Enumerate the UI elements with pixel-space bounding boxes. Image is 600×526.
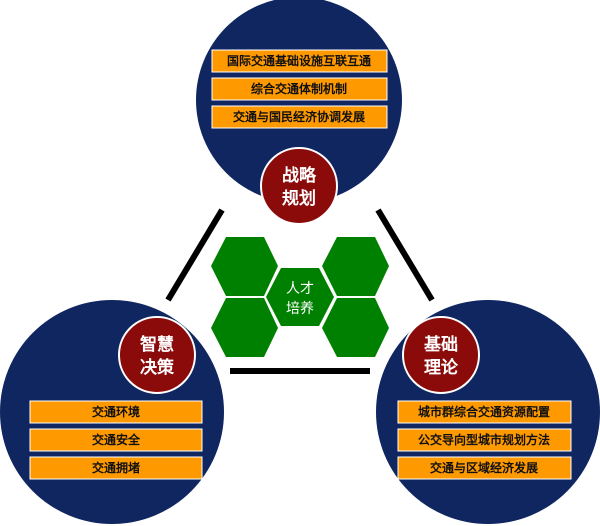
- top-item-1: 综合交通体制机制: [211, 77, 388, 101]
- center-label-line-1: 人才: [286, 281, 314, 297]
- right-item-0: 城市群综合交通资源配置: [397, 400, 572, 424]
- svg-text:交通与区域经济发展: 交通与区域经济发展: [430, 460, 538, 475]
- center-label-line-2: 培养: [286, 301, 314, 317]
- connector-right: [375, 208, 435, 302]
- left-item-2: 交通拥堵: [29, 456, 203, 480]
- top-item-2: 交通与国民经济协调发展: [211, 105, 388, 129]
- right-item-2: 交通与区域经济发展: [397, 456, 572, 480]
- svg-text:综合交通体制机制: 综合交通体制机制: [251, 81, 347, 96]
- svg-text:国际交通基础设施互联互通: 国际交通基础设施互联互通: [227, 53, 371, 68]
- svg-text:公交导向型城市规划方法: 公交导向型城市规划方法: [418, 432, 550, 447]
- top-hub: [260, 147, 338, 225]
- top-item-0: 国际交通基础设施互联互通: [211, 49, 388, 73]
- left-hub-line-2: 决策: [140, 357, 175, 378]
- left-item-0: 交通环境: [29, 400, 203, 424]
- left-item-1: 交通安全: [29, 428, 203, 452]
- top-hub-line-1: 战略: [282, 165, 317, 186]
- svg-text:城市群综合交通资源配置: 城市群综合交通资源配置: [418, 404, 550, 419]
- hex-top-right: [322, 237, 389, 296]
- svg-text:交通与国民经济协调发展: 交通与国民经济协调发展: [233, 109, 365, 124]
- left-hub: [118, 316, 196, 394]
- right-item-1: 公交导向型城市规划方法: [397, 428, 572, 452]
- svg-text:交通安全: 交通安全: [92, 432, 141, 447]
- left-hub-line-1: 智慧: [140, 334, 174, 355]
- hex-cluster: [211, 237, 389, 357]
- connector-left: [165, 208, 225, 302]
- right-cluster: 基础 理论 城市群综合交通资源配置 公交导向型城市规划方法 交通与区域经济发展: [376, 300, 600, 524]
- svg-text:交通拥堵: 交通拥堵: [92, 460, 140, 475]
- hex-center: [266, 268, 334, 326]
- hex-bottom-right: [322, 298, 389, 357]
- top-hub-line-2: 规划: [282, 188, 316, 209]
- svg-text:交通环境: 交通环境: [92, 404, 140, 419]
- right-hub: [402, 316, 480, 394]
- hex-top-left: [211, 237, 278, 296]
- left-cluster: 智慧 决策 交通环境 交通安全 交通拥堵: [0, 300, 224, 524]
- right-hub-line-2: 理论: [424, 357, 459, 378]
- hex-bottom-left: [211, 298, 278, 357]
- right-hub-line-1: 基础: [423, 334, 458, 355]
- top-cluster: 国际交通基础设施互联互通 综合交通体制机制 交通与国民经济协调发展 战略 规划: [196, 0, 402, 225]
